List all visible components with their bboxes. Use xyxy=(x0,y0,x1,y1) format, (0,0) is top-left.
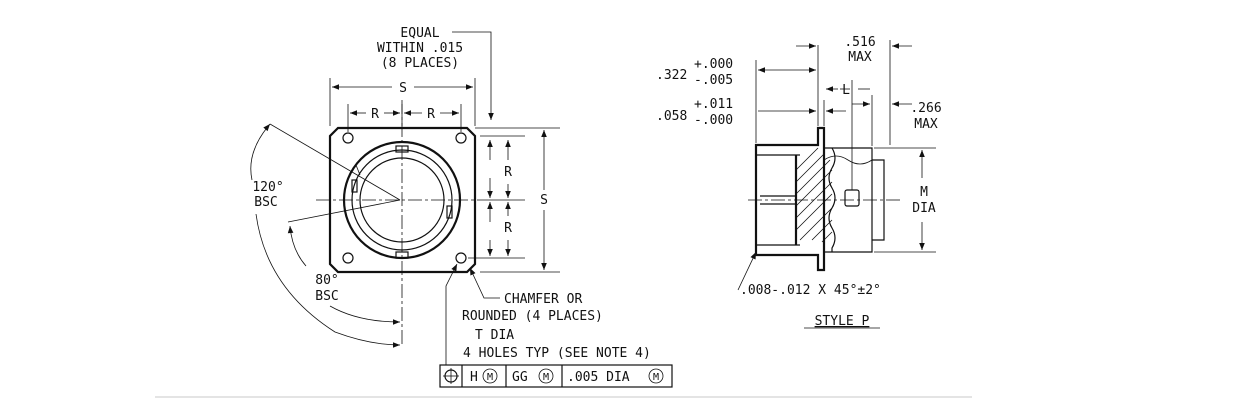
fcf-mod1: M xyxy=(487,372,493,383)
dim-058-base: .058 xyxy=(656,109,687,124)
hole-note-line1: T DIA xyxy=(475,328,514,343)
feature-control-frame: H M GG M .005 DIA M xyxy=(439,364,673,388)
front-nose xyxy=(872,159,885,241)
dim-s-top: S xyxy=(399,81,407,96)
angle-leader xyxy=(269,123,401,201)
dim-516-max: MAX xyxy=(848,50,872,65)
equal-note-line1: EQUAL xyxy=(400,26,439,41)
fcf-cell3: .005 DIA xyxy=(567,370,630,385)
hole-note-line2: 4 HOLES TYP (SEE NOTE 4) xyxy=(463,346,651,361)
front-view: S R R EQUAL WITHIN .015 (8 PLACES) R R xyxy=(250,26,673,388)
dim-l: L xyxy=(842,83,850,98)
angle-120-value: 120° xyxy=(252,180,283,195)
equal-note-line3: (8 PLACES) xyxy=(381,56,459,71)
mounting-hole xyxy=(455,132,467,144)
dim-m: M xyxy=(920,185,928,200)
equal-note-line2: WITHIN .015 xyxy=(377,41,463,56)
dim-r-left: R xyxy=(371,107,379,122)
chamfer-note-line1: CHAMFER OR xyxy=(504,292,582,307)
section-hatch xyxy=(795,147,833,243)
dim-s-side: S xyxy=(540,193,548,208)
dim-322-minus: -.005 xyxy=(694,73,733,88)
shell-body xyxy=(754,126,826,272)
dim-r-right: R xyxy=(427,107,435,122)
flange-outline xyxy=(328,126,477,274)
fcf-cell1: H xyxy=(470,370,478,385)
dim-058-plus: +.011 xyxy=(694,97,733,112)
angle-leader xyxy=(287,199,401,223)
dim-r-lower: R xyxy=(504,221,512,236)
dim-r-upper: R xyxy=(504,165,512,180)
fcf-mod2: M xyxy=(543,372,549,383)
mmc-modifier-icon xyxy=(648,368,664,384)
chamfer-note-line2: ROUNDED (4 PLACES) xyxy=(462,309,603,324)
mounting-hole xyxy=(455,252,467,264)
fcf-cell2: GG xyxy=(512,370,528,385)
angle-120-bsc: BSC xyxy=(254,195,277,210)
mounting-hole xyxy=(342,132,354,144)
fcf-mod3: M xyxy=(653,372,659,383)
dim-322-plus: +.000 xyxy=(694,57,733,72)
angle-tick xyxy=(355,164,361,176)
angle-80-value: 80° xyxy=(315,273,338,288)
key xyxy=(351,179,358,193)
style-label: STYLE P xyxy=(815,314,870,329)
key xyxy=(446,205,453,219)
thread-edge xyxy=(828,147,836,252)
dim-266-max: MAX xyxy=(914,117,938,132)
side-view: .322 +.000 -.005 .058 +.011 -.000 .516 M… xyxy=(656,35,942,329)
dim-m-dia: DIA xyxy=(912,201,936,216)
dim-322-base: .322 xyxy=(656,68,687,83)
dim-516-value: .516 xyxy=(844,35,875,50)
bayonet-pin xyxy=(844,189,860,207)
mmc-modifier-icon xyxy=(538,368,554,384)
mmc-modifier-icon xyxy=(482,368,498,384)
mounting-hole xyxy=(342,252,354,264)
angle-80-bsc: BSC xyxy=(315,289,338,304)
dim-058-minus: -.000 xyxy=(694,113,733,128)
dim-266-value: .266 xyxy=(910,101,941,116)
chamfer-spec: .008-.012 X 45°±2° xyxy=(740,283,881,298)
